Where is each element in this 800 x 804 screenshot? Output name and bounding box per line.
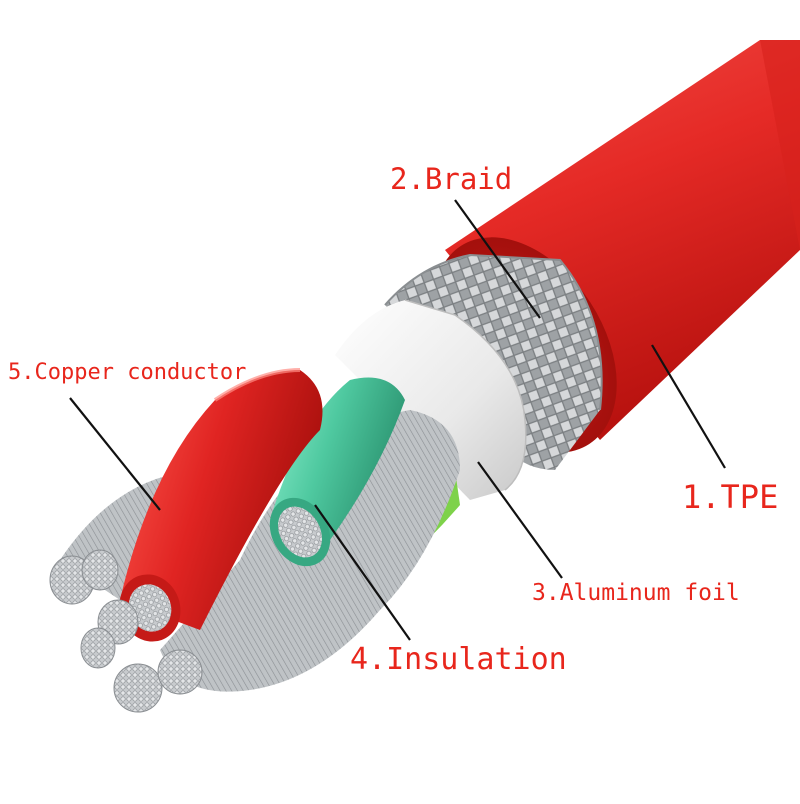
leader-copper bbox=[69, 397, 161, 511]
label-braid: 2.Braid bbox=[390, 162, 513, 196]
aluminum-foil bbox=[335, 299, 527, 500]
leader-tpe bbox=[651, 344, 726, 469]
label-insulation: 4.Insulation bbox=[350, 642, 567, 677]
leader-foil bbox=[477, 461, 563, 579]
red-insulated-wire bbox=[119, 368, 323, 642]
leader-braid bbox=[454, 199, 541, 319]
leader-lines bbox=[69, 199, 726, 641]
green-insulated-wire bbox=[269, 377, 405, 567]
leader-insulation bbox=[314, 504, 411, 641]
label-aluminum-foil: 3.Aluminum foil bbox=[532, 580, 740, 606]
label-copper-conductor: 5.Copper conductor bbox=[8, 360, 247, 385]
copper-conductor-ends bbox=[49, 549, 203, 713]
label-tpe: 1.TPE bbox=[682, 478, 779, 516]
